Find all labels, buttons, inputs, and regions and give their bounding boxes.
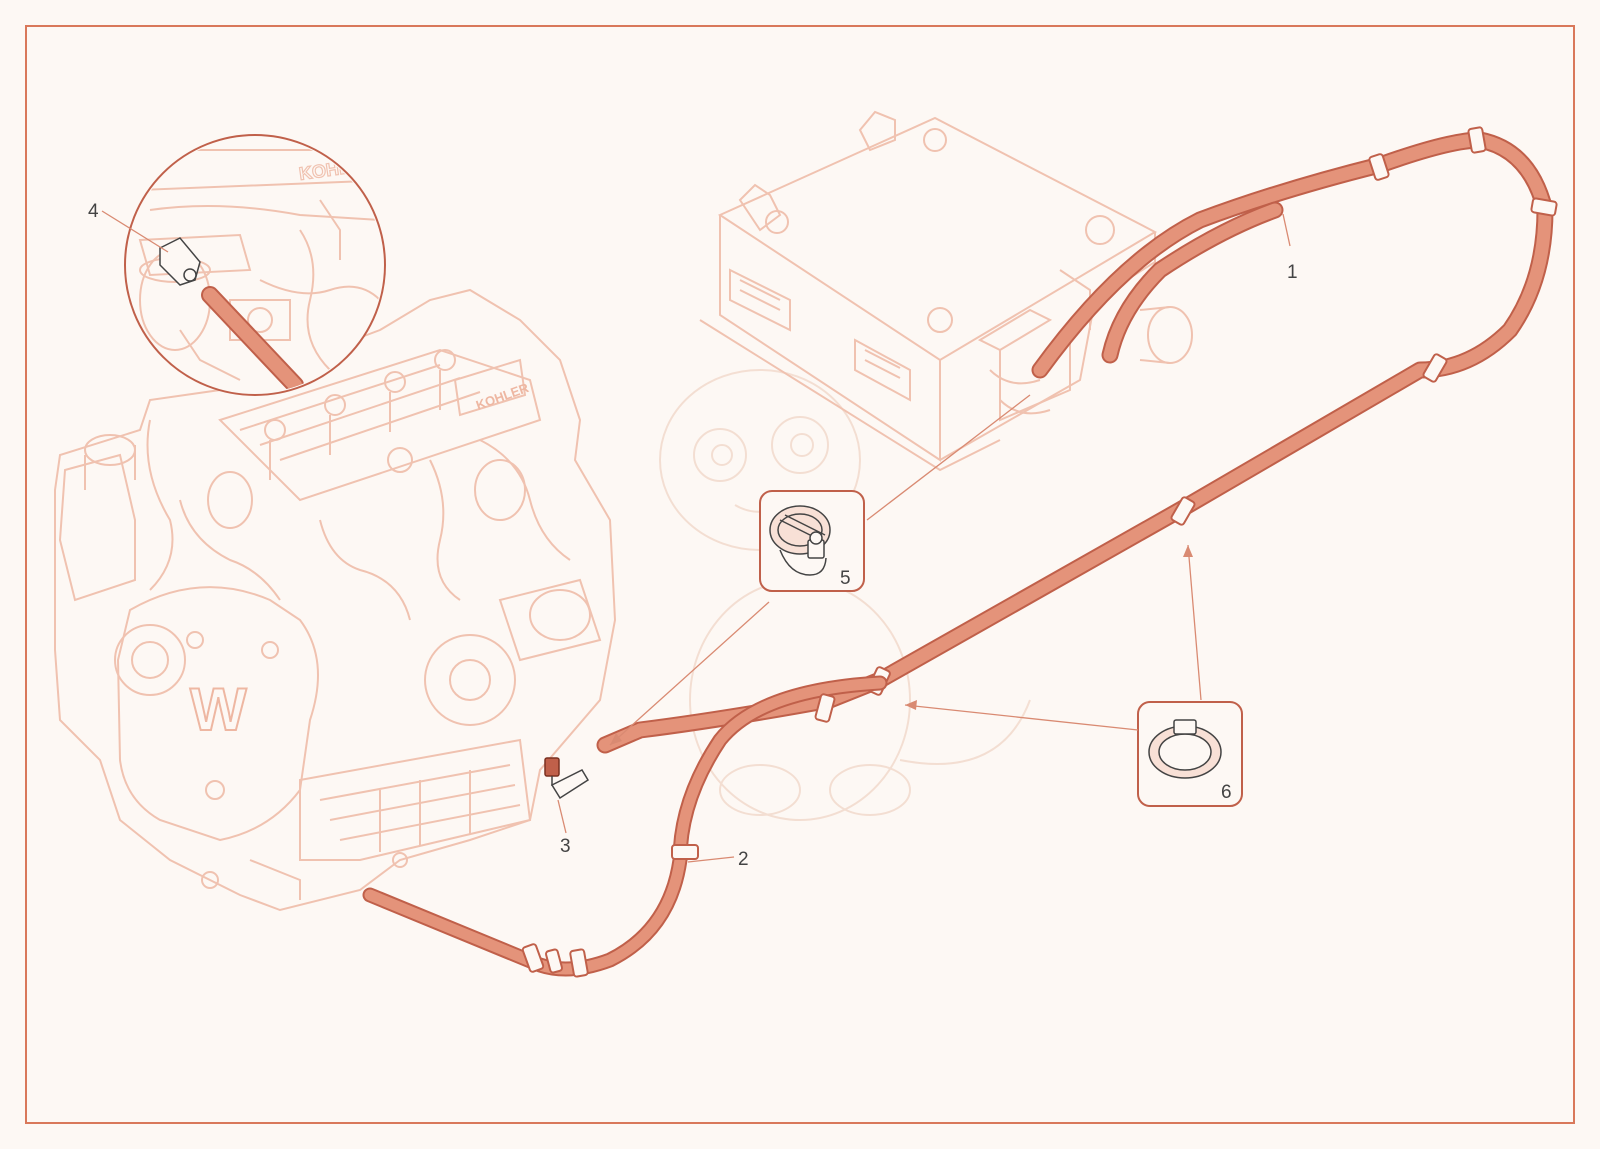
leader-arrowheads [610, 545, 1193, 745]
callout-label-3: 3 [560, 836, 571, 857]
diagram-frame [25, 25, 1575, 1124]
callout-label-2: 2 [738, 849, 749, 870]
callout-label-1: 1 [1287, 262, 1298, 283]
callout-label-4: 4 [88, 201, 99, 222]
hose-2-clamps [521, 693, 836, 978]
fuel-hose-1 [596, 131, 1554, 754]
callout-box-6 [1137, 701, 1243, 807]
callout-box-5 [759, 490, 865, 592]
elbow-fitting [544, 757, 590, 800]
engine-block [54, 288, 617, 912]
worm-clamp-icon [769, 505, 831, 576]
heater-unit [699, 110, 1193, 472]
band-clamp-icon [1148, 719, 1222, 779]
leader-lines [101, 210, 1291, 863]
engine-logo-letter: W [190, 676, 247, 743]
callout-label-5: 5 [840, 568, 851, 589]
detail-magnifier: KOHLER [124, 134, 386, 396]
callout-label-6: 6 [1221, 782, 1232, 803]
fuel-hose-2 [362, 675, 888, 977]
engine-brand-marking: KOHLER [474, 380, 531, 413]
